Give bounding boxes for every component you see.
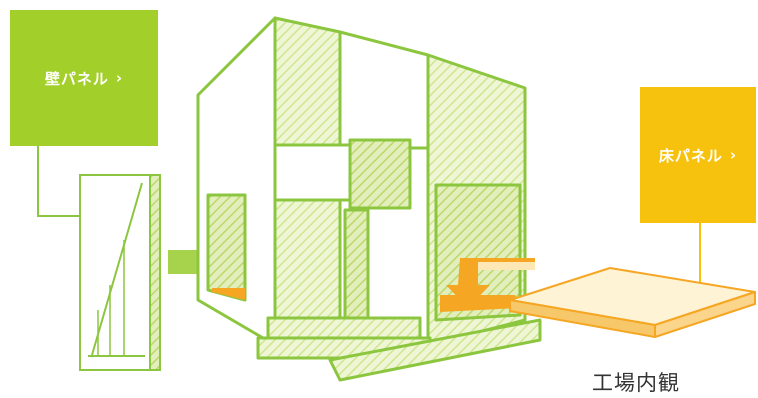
chevron-right-icon: › — [116, 69, 123, 87]
factory-interior-caption: 工場内観 — [592, 367, 680, 397]
wall-panel-illustration — [80, 175, 160, 370]
wall-panel-label: 壁パネル — [45, 68, 109, 89]
floor-panel-illustration — [510, 268, 755, 337]
house-illustration — [198, 18, 540, 380]
wall-connector-line — [38, 146, 85, 216]
chevron-right-icon: › — [730, 146, 737, 164]
floor-panel-link[interactable]: 床パネル › — [640, 87, 756, 223]
floor-panel-label: 床パネル — [659, 145, 723, 166]
wall-panel-link[interactable]: 壁パネル › — [10, 10, 158, 146]
